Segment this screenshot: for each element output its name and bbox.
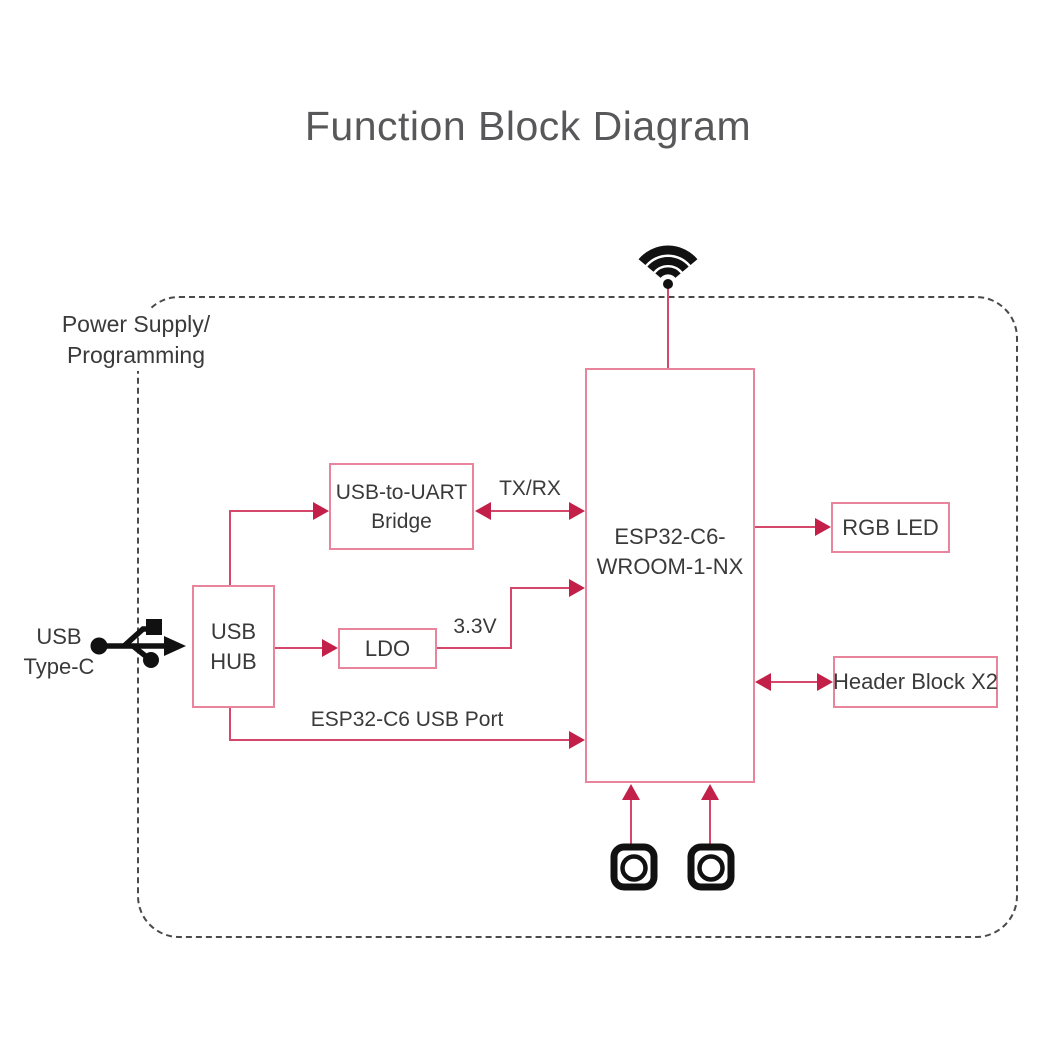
button-left-wire: [630, 796, 632, 845]
usbport-arrowhead: [569, 731, 585, 749]
hub-usbport-wire-vertical: [229, 708, 231, 741]
header-block-x2-block: Header Block X2: [833, 656, 998, 708]
ldo-wire-horizontal-lower: [437, 647, 512, 649]
button-left-arrowhead: [622, 784, 640, 800]
usb-type-c-label-line1: USB: [36, 624, 82, 649]
usbport-wire-label: ESP32-C6 USB Port: [310, 708, 504, 731]
usb-uart-bridge-block: USB-to-UART Bridge: [329, 463, 474, 550]
ldo-label: LDO: [364, 635, 411, 661]
usb-type-c-label: USB Type-C: [18, 622, 100, 682]
uart-arrowhead-right: [569, 502, 585, 520]
push-button-left-icon: [610, 843, 658, 891]
uart-arrowhead-left: [475, 502, 491, 520]
ldo-block: LDO: [338, 628, 437, 669]
ldo-to-esp32-arrowhead: [569, 579, 585, 597]
usb-uart-label-line2: Bridge: [371, 509, 432, 533]
header-arrowhead-left: [755, 673, 771, 691]
hub-to-uart-wire-vertical: [229, 510, 231, 586]
power-supply-frame: [137, 296, 1018, 938]
frame-label-line2: Programming: [66, 342, 206, 368]
usb-type-c-label-line2: Type-C: [23, 654, 95, 679]
header-arrowhead-right: [817, 673, 833, 691]
usb-uart-label-line1: USB-to-UART: [335, 480, 468, 504]
esp32-label-line1: ESP32-C6-: [614, 523, 726, 549]
page-title: Function Block Diagram: [304, 103, 752, 149]
esp32-to-rgbled-wire: [755, 526, 815, 528]
hub-to-ldo-arrowhead: [322, 639, 338, 657]
rgb-led-block: RGB LED: [831, 502, 950, 553]
header-block-x2-label: Header Block X2: [832, 669, 999, 694]
ldo-wire-vertical: [510, 587, 512, 649]
frame-label-line1: Power Supply/: [61, 311, 211, 337]
rgbled-arrowhead: [815, 518, 831, 536]
wifi-icon: [638, 245, 698, 289]
wifi-antenna-wire: [667, 288, 669, 368]
power-supply-frame-label: Power Supply/ Programming: [48, 309, 224, 371]
power-wire-label: 3.3V: [453, 615, 497, 638]
uart-wire-label: TX/RX: [499, 477, 561, 500]
hub-usbport-wire-horizontal: [229, 739, 569, 741]
usb-hub-block: USB HUB: [192, 585, 275, 708]
uart-to-esp32-wire: [491, 510, 571, 512]
hub-to-uart-wire-horizontal: [229, 510, 317, 512]
ldo-wire-horizontal-upper: [510, 587, 569, 589]
usb-hub-label-line2: HUB: [210, 648, 257, 674]
esp32-to-header-wire: [771, 681, 817, 683]
button-right-wire: [709, 796, 711, 845]
usb-hub-label-line1: USB: [210, 618, 257, 644]
push-button-right-icon: [687, 843, 735, 891]
rgb-led-label: RGB LED: [842, 514, 939, 540]
hub-to-ldo-wire: [275, 647, 324, 649]
esp32-block: ESP32-C6- WROOM-1-NX: [585, 368, 755, 783]
usb-connector-icon: [90, 619, 186, 668]
button-right-arrowhead: [701, 784, 719, 800]
hub-to-uart-arrowhead: [313, 502, 329, 520]
esp32-label-line2: WROOM-1-NX: [596, 553, 744, 579]
